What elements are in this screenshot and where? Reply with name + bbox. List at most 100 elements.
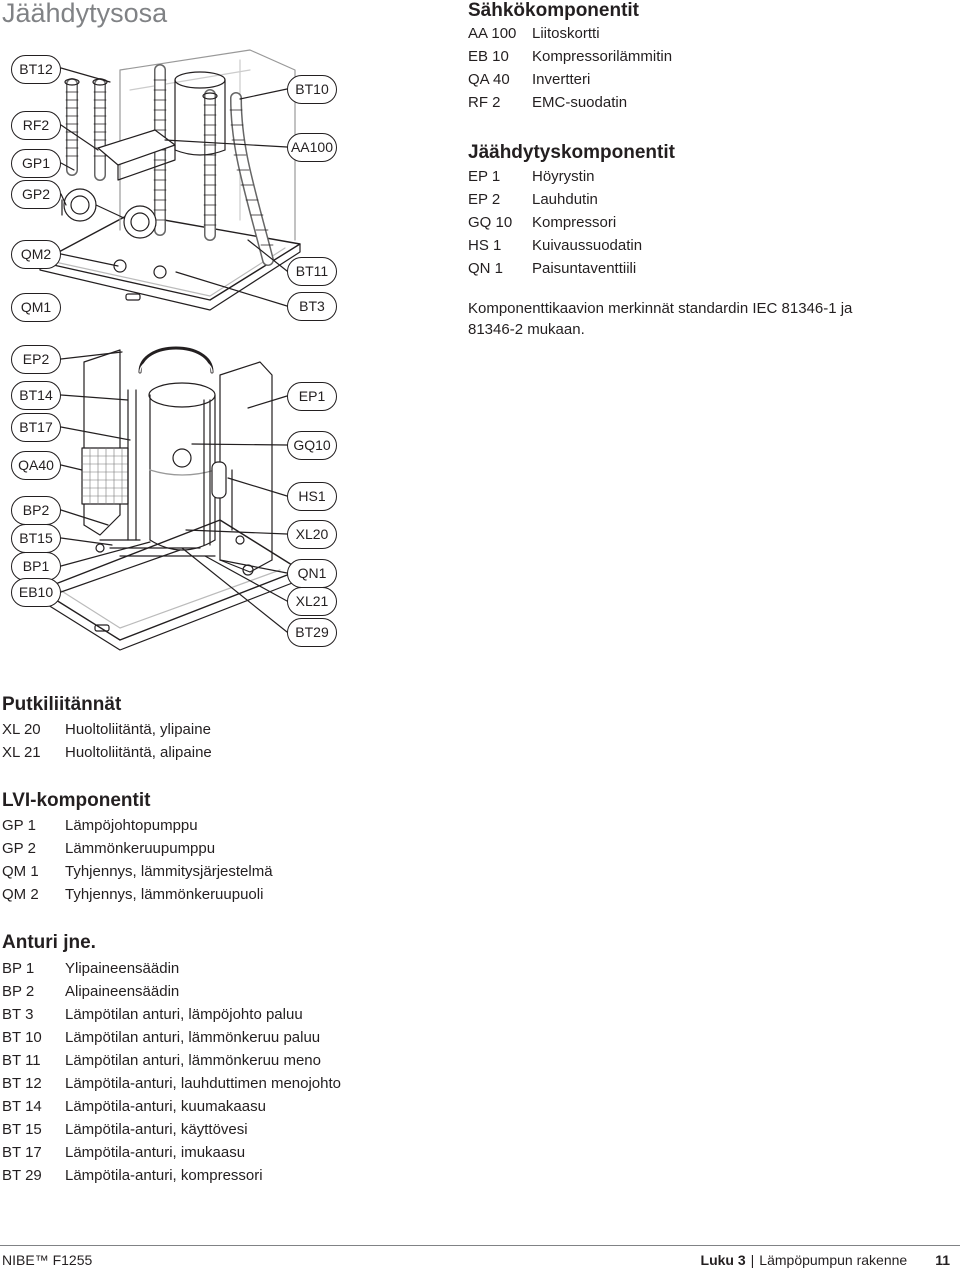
callout-bt3: BT3 (287, 292, 337, 321)
chapter-label: Luku 3 (700, 1252, 746, 1268)
item-code: QM 1 (2, 863, 39, 880)
item-code: HS 1 (468, 237, 502, 254)
electrical-list: AA 100 Liitoskortti EB 10 Kompressorilämmi… (468, 22, 888, 114)
item-desc: Lämmönkeruupumppu (65, 840, 216, 857)
item-code: EP 2 (468, 191, 501, 208)
pipes-title: Putkiliitännät (2, 694, 122, 715)
item-desc: Lämpötila-anturi, imukaasu (65, 1144, 246, 1161)
item-code: QA 40 (468, 71, 510, 88)
hvac-title: LVI-komponentit (2, 790, 151, 811)
item-desc: Ylipaineensäädin (65, 960, 180, 977)
item-code: GP 2 (2, 840, 36, 857)
item-code: BT 3 (2, 1006, 34, 1023)
item-desc: Tyhjennys, lämmitysjärjestelmä (65, 863, 273, 880)
list-item: BT 29 Lämpötila-anturi, kompressori (2, 1164, 502, 1187)
callout-gp1: GP1 (11, 149, 61, 178)
list-item: EP 2 Lauhdutin (468, 188, 888, 211)
callout-bt10: BT10 (287, 75, 337, 104)
item-code: QM 2 (2, 886, 39, 903)
hvac-list: GP 1 Lämpöjohtopumppu GP 2 Lämmönkeruupump… (2, 814, 502, 906)
item-desc: Liitoskortti (532, 25, 600, 42)
electrical-title: Sähkökomponentit (468, 0, 640, 21)
item-code: QN 1 (468, 260, 504, 277)
item-code: XL 20 (2, 721, 41, 738)
item-desc: Lämpötila-anturi, kompressori (65, 1167, 263, 1184)
item-code: BT 29 (2, 1167, 42, 1184)
callout-gq10: GQ10 (287, 431, 337, 460)
item-desc: Kompressori (532, 214, 617, 231)
callout-bt15: BT15 (11, 524, 61, 553)
list-item: AA 100 Liitoskortti (468, 22, 888, 45)
callout-bt29: BT29 (287, 618, 337, 647)
list-item: BP 1 Ylipaineensäädin (2, 957, 502, 980)
list-item: QM 1 Tyhjennys, lämmitysjärjestelmä (2, 860, 502, 883)
callout-xl21: XL21 (287, 587, 337, 616)
sensors-title: Anturi jne. (2, 932, 96, 953)
item-desc: Paisuntaventtiili (532, 260, 637, 277)
item-code: EB 10 (468, 48, 509, 65)
list-item: QN 1 Paisuntaventtiili (468, 257, 888, 280)
item-desc: Lämpötilan anturi, lämmönkeruu meno (65, 1052, 321, 1069)
cooling-title: Jäähdytyskomponentit (468, 142, 675, 163)
item-desc: Lauhdutin (532, 191, 598, 208)
callout-eb10: EB10 (11, 578, 61, 607)
item-desc: Invertteri (532, 71, 591, 88)
footer-brand: NIBE™ F1255 (2, 1252, 93, 1268)
item-desc: Lämpötilan anturi, lämmönkeruu paluu (65, 1029, 321, 1046)
item-code: XL 21 (2, 744, 41, 761)
list-item: GQ 10 Kompressori (468, 211, 888, 234)
item-code: GQ 10 (468, 214, 513, 231)
callout-bt11: BT11 (287, 257, 337, 286)
callout-bp2: BP2 (11, 496, 61, 525)
callout-gp2: GP2 (11, 180, 61, 209)
page-title: Jäähdytysosa (2, 0, 168, 28)
item-desc: Alipaineensäädin (65, 983, 180, 1000)
item-desc: Kompressorilämmitin (532, 48, 673, 65)
item-code: AA 100 (468, 25, 517, 42)
item-code: BT 11 (2, 1052, 41, 1069)
list-item: GP 2 Lämmönkeruupumppu (2, 837, 502, 860)
callout-aa100: AA100 (287, 133, 337, 162)
item-desc: EMC-suodatin (532, 94, 628, 111)
list-item: BT 17 Lämpötila-anturi, imukaasu (2, 1141, 502, 1164)
chapter-separator: | (750, 1252, 755, 1268)
item-desc: Huoltoliitäntä, ylipaine (65, 721, 211, 738)
cooling-module-illustration (39, 49, 301, 651)
callout-qn1: QN1 (287, 559, 337, 588)
callout-qm1: QM1 (11, 293, 61, 322)
item-code: BP 1 (2, 960, 35, 977)
item-code: GP 1 (2, 817, 36, 834)
list-item: BT 3 Lämpötilan anturi, lämpöjohto paluu (2, 1003, 502, 1026)
callout-xl20: XL20 (287, 520, 337, 549)
item-desc: Lämpötila-anturi, lauhduttimen menojohto (65, 1075, 341, 1092)
callout-hs1: HS1 (287, 482, 337, 511)
item-desc: Kuivaussuodatin (532, 237, 643, 254)
item-desc: Huoltoliitäntä, alipaine (65, 744, 212, 761)
list-item: BP 2 Alipaineensäädin (2, 980, 502, 1003)
item-desc: Lämpötilan anturi, lämpöjohto paluu (65, 1006, 303, 1023)
list-item: EB 10 Kompressorilämmitin (468, 45, 888, 68)
pipes-list: XL 20 Huoltoliitäntä, ylipaine XL 21 Huolt… (2, 718, 502, 764)
callout-bt14: BT14 (11, 381, 61, 410)
item-desc: Lämpötila-anturi, kuumakaasu (65, 1098, 266, 1115)
item-code: BP 2 (2, 983, 35, 1000)
chapter-title: Lämpöpumpun rakenne (759, 1252, 908, 1268)
callout-bp1: BP1 (11, 552, 61, 581)
item-code: BT 17 (2, 1144, 42, 1161)
item-code: EP 1 (468, 168, 501, 185)
callout-rf2: RF2 (11, 111, 61, 140)
item-desc: Lämpöjohtopumppu (65, 817, 198, 834)
callout-bt17: BT17 (11, 413, 61, 442)
list-item: XL 20 Huoltoliitäntä, ylipaine (2, 718, 502, 741)
item-code: BT 10 (2, 1029, 42, 1046)
sensors-list: BP 1 Ylipaineensäädin BP 2 Alipaineensäädi… (2, 957, 502, 1187)
item-code: BT 15 (2, 1121, 42, 1138)
